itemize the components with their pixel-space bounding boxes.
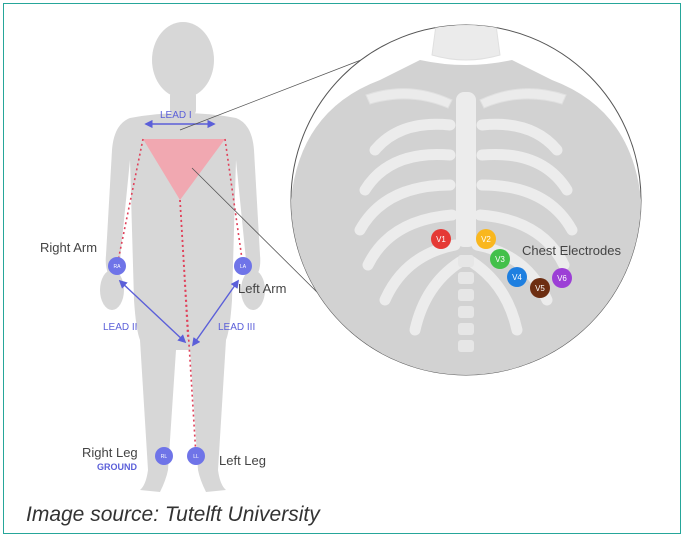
right-arm-label: Right Arm [40, 240, 97, 255]
electrode-v6-label: V6 [557, 274, 567, 283]
electrode-rl-label: RL [161, 454, 168, 460]
electrode-v5-label: V5 [535, 284, 545, 293]
electrode-v5: V5 [530, 278, 550, 298]
electrode-v3-label: V3 [495, 255, 505, 264]
electrode-v1: V1 [431, 229, 451, 249]
electrode-rl: RL [155, 447, 173, 465]
electrode-v4-label: V4 [512, 273, 522, 282]
electrode-la-label: LA [240, 264, 247, 270]
electrode-ll: LL [187, 447, 205, 465]
lead-i-label: LEAD I [160, 110, 192, 121]
chest-zoom-circle [291, 25, 641, 380]
electrode-v4: V4 [507, 267, 527, 287]
lead-ii-label: LEAD II [103, 322, 137, 333]
electrode-v2: V2 [476, 229, 496, 249]
sternum [456, 92, 476, 247]
body-silhouette [100, 22, 265, 492]
electrode-v1-label: V1 [436, 235, 446, 244]
electrode-la: LA [234, 257, 252, 275]
electrode-v3: V3 [490, 249, 510, 269]
lead-iii-label: LEAD III [218, 322, 255, 333]
left-arm-label: Left Arm [238, 281, 286, 296]
electrode-v2-label: V2 [481, 235, 491, 244]
image-source-caption: Image source: Tutelft University [26, 503, 320, 527]
electrode-v6: V6 [552, 268, 572, 288]
right-leg-label: Right Leg [82, 445, 138, 460]
electrode-ra-label: RA [114, 264, 122, 270]
ground-label: GROUND [97, 462, 137, 472]
left-leg-label: Left Leg [219, 453, 266, 468]
electrode-ra: RA [108, 257, 126, 275]
electrode-ll-label: LL [193, 454, 199, 460]
chest-electrodes-label: Chest Electrodes [522, 243, 621, 258]
